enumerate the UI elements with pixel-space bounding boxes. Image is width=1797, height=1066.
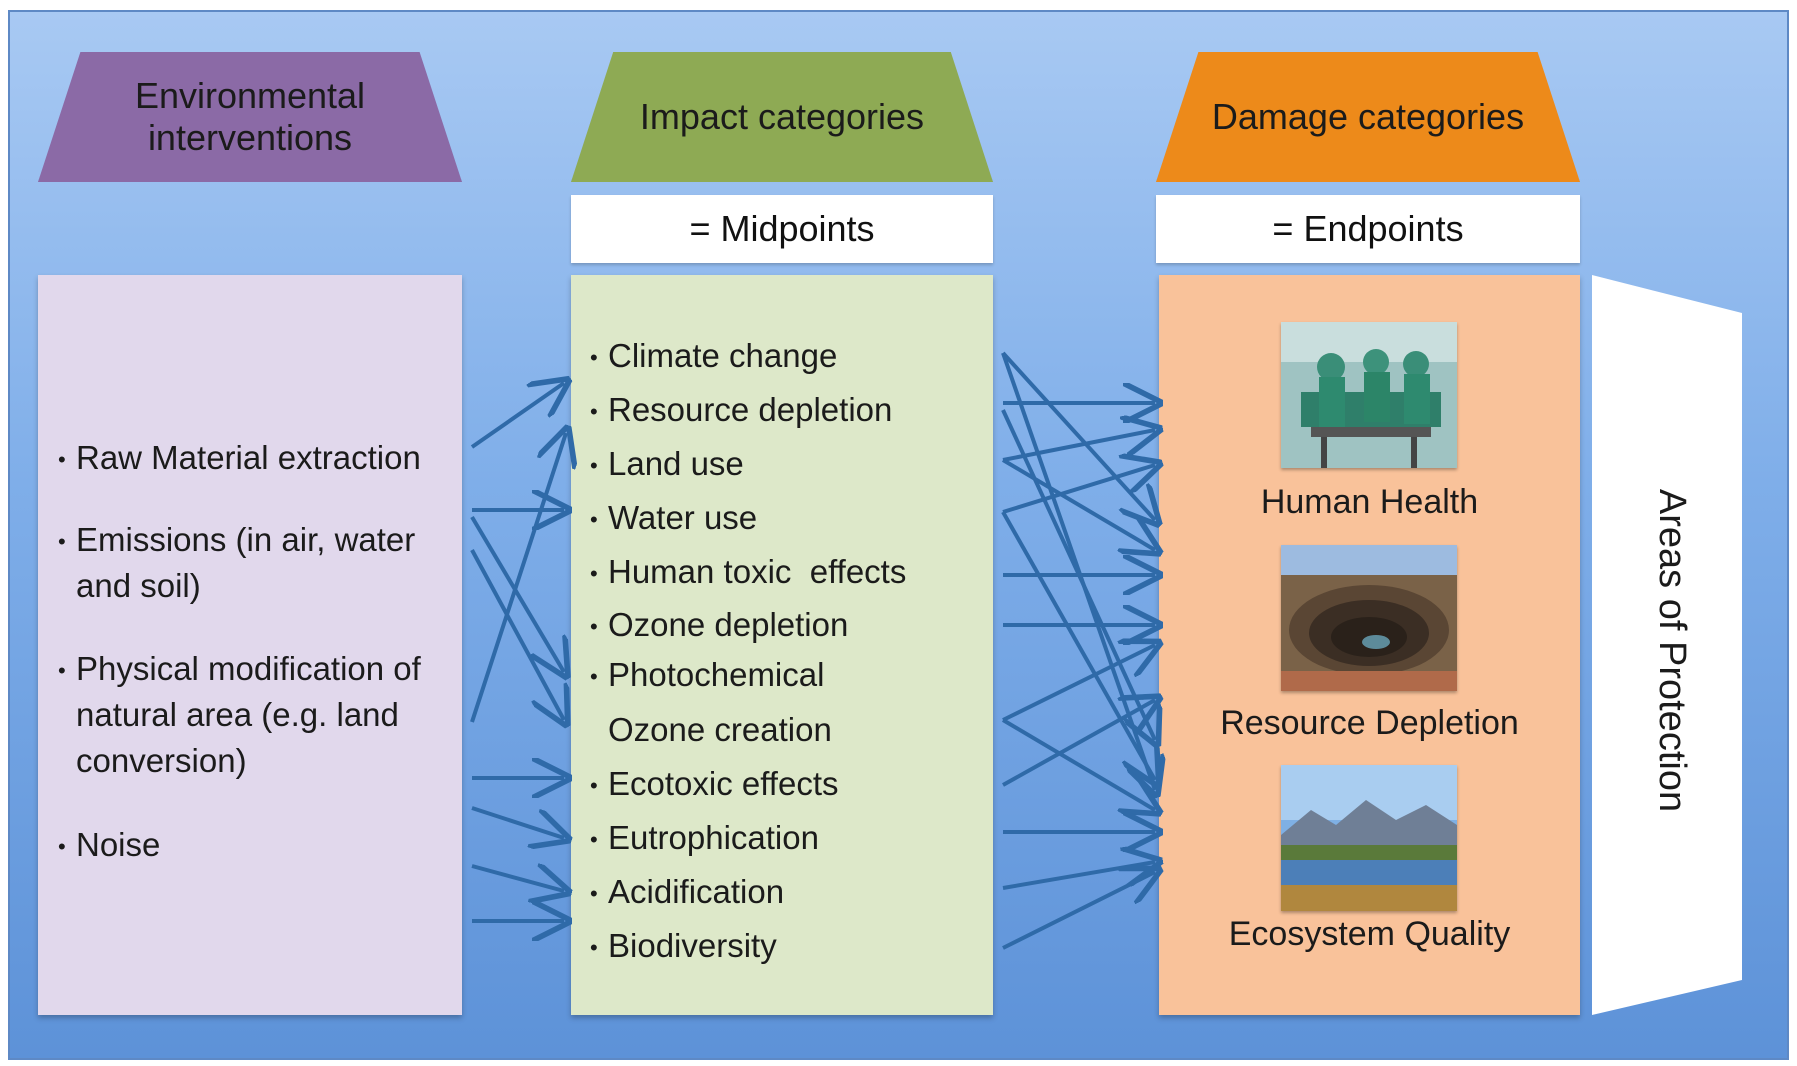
bullet-icon: • — [590, 664, 598, 690]
environmental-interventions-title: Environmental interventions — [134, 75, 366, 158]
bullet-icon: • — [590, 345, 598, 371]
arrow — [1002, 700, 1155, 787]
arrow — [470, 549, 564, 720]
intervention-item: •Physical modification of — [58, 646, 421, 694]
intervention-item-continuation: conversion) — [76, 742, 247, 779]
midpoints-label: = Midpoints — [571, 195, 993, 263]
arrow — [1001, 718, 1155, 810]
bullet-icon: • — [590, 773, 598, 799]
bullet-icon: • — [590, 399, 598, 425]
arrow — [471, 866, 564, 891]
midpoint-item: •Resource depletion — [590, 387, 892, 435]
midpoint-item: •Climate change — [590, 333, 837, 381]
arrow — [470, 515, 564, 672]
intervention-item: •Noise — [58, 822, 160, 870]
bullet-icon: • — [590, 614, 598, 640]
arrow — [1001, 511, 1155, 780]
bullet-icon: • — [590, 881, 598, 907]
human-health-label: Human Health — [1260, 483, 1479, 521]
arrow — [1002, 465, 1155, 514]
intervention-item-continuation: and soil) — [76, 567, 201, 604]
bullet-icon: • — [58, 658, 66, 684]
arrow — [470, 433, 566, 723]
midpoint-item: •Human toxic effects — [590, 549, 906, 597]
intervention-item-continuation: natural area (e.g. land — [76, 696, 399, 733]
bullet-icon: • — [58, 447, 66, 473]
environmental-interventions-header: Environmental interventions — [38, 52, 462, 182]
arrow — [1002, 872, 1155, 950]
bullet-icon: • — [58, 834, 66, 860]
endpoints-label: = Endpoints — [1156, 195, 1580, 263]
bullet-icon: • — [590, 507, 598, 533]
midpoint-item: •Ecotoxic effects — [590, 761, 839, 809]
midpoint-item: •Acidification — [590, 869, 784, 917]
midpoint-item-continuation: Ozone creation — [608, 711, 832, 748]
intervention-item: •Raw Material extraction — [58, 435, 421, 483]
open-pit-mine-photo — [1281, 545, 1457, 691]
resource-depletion-label: Resource Depletion — [1220, 704, 1519, 742]
bullet-icon: • — [58, 529, 66, 555]
damage-categories-header: Damage categories — [1156, 52, 1580, 182]
ecosystem-quality-label: Ecosystem Quality — [1228, 915, 1511, 953]
bullet-icon: • — [590, 827, 598, 853]
midpoints-panel — [571, 275, 993, 1015]
midpoint-item: •Photochemical — [590, 652, 824, 700]
arrow — [1002, 645, 1155, 722]
damage-categories-title: Damage categories — [1211, 96, 1525, 137]
bullet-icon: • — [590, 561, 598, 587]
mountain-lake-photo — [1281, 765, 1457, 911]
midpoint-item: •Land use — [590, 441, 744, 489]
midpoint-item: •Water use — [590, 495, 757, 543]
intervention-item: •Emissions (in air, water — [58, 517, 415, 565]
impact-categories-title: Impact categories — [639, 96, 925, 137]
bullet-icon: • — [590, 935, 598, 961]
interventions-panel — [38, 275, 462, 1015]
bullet-icon: • — [590, 453, 598, 479]
midpoint-item: •Biodiversity — [590, 923, 777, 971]
midpoint-item: •Eutrophication — [590, 815, 819, 863]
midpoint-item: •Ozone depletion — [590, 602, 848, 650]
arrow — [1002, 430, 1155, 462]
arrow — [471, 806, 564, 838]
areas-of-protection-shape — [1592, 275, 1742, 1015]
impact-categories-header: Impact categories — [571, 52, 993, 182]
arrow — [470, 383, 564, 449]
surgery-photo — [1281, 322, 1457, 468]
arrow — [1001, 458, 1155, 550]
